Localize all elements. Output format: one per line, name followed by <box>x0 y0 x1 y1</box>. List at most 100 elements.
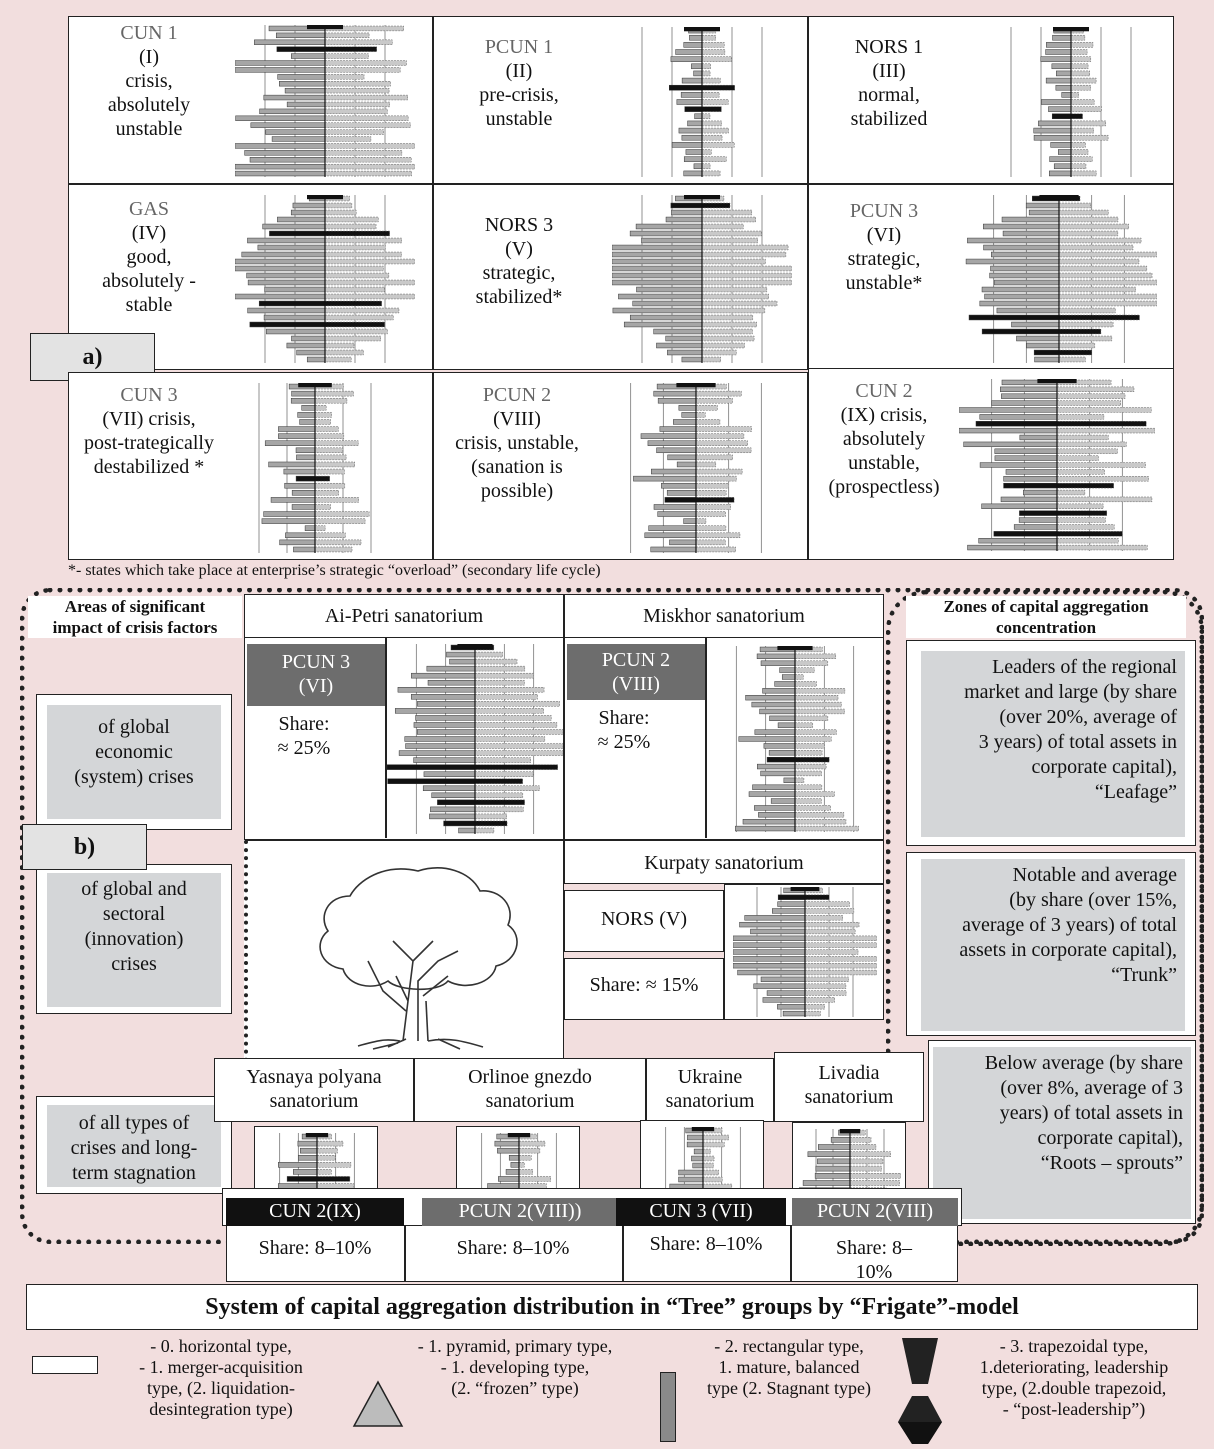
profile-bar-left <box>783 777 796 783</box>
profile-bar-left <box>275 32 326 39</box>
orlinoe-title: Orlinoe gnezdo sanatorium <box>414 1058 646 1122</box>
profile-bar-left <box>261 518 316 524</box>
profile-bar-left <box>246 272 326 279</box>
profile-bar-left <box>751 701 796 708</box>
profile-bar-left <box>656 447 697 454</box>
profile-bar-right <box>474 764 558 770</box>
cell-code: CUN 3 <box>120 384 178 406</box>
profile-bar-right <box>701 163 711 170</box>
profile-bar-left <box>757 763 796 770</box>
profile-bar-left <box>1028 209 1060 216</box>
share-label: Share: 8– 10% <box>835 1237 913 1283</box>
profile-bar-left <box>443 820 476 827</box>
profile-bar-left <box>258 300 326 307</box>
profile-bar-left <box>263 94 326 101</box>
trapezoid-icon <box>898 1338 942 1444</box>
profile-bar-right <box>804 921 860 928</box>
profile-bar-left <box>244 150 326 156</box>
profile-bar-left <box>295 447 316 454</box>
profile-bar-left <box>423 771 476 777</box>
profile-bar-right <box>324 53 369 59</box>
profile-bar-right <box>314 497 359 503</box>
profile-bar-left <box>235 258 326 265</box>
profile-bar-left <box>1058 149 1072 155</box>
profile-bar-left <box>291 490 316 496</box>
profile-bar-left <box>635 223 703 230</box>
sanatorium-name: Orlinoe gnezdo sanatorium <box>468 1066 592 1112</box>
profile-bar-left <box>807 1151 851 1157</box>
profile-bar-right <box>794 695 839 701</box>
profile-bar-right <box>314 419 331 425</box>
divider <box>705 638 707 838</box>
profile-bar-left <box>426 665 476 672</box>
state-tag: CUN 2(IX) <box>226 1198 404 1226</box>
profile-bar-left <box>676 461 697 468</box>
profile-bar-left <box>1034 356 1060 363</box>
profile-bar-right <box>701 63 711 70</box>
profile-bar-left <box>802 1180 851 1186</box>
share-label: Share: ≈ 25% <box>277 713 331 759</box>
right-dashed-region <box>886 590 1204 1246</box>
profile-bar-left <box>664 497 697 503</box>
profile-bar-right <box>701 237 758 244</box>
profile-bar-left <box>979 414 1058 420</box>
cell-nors1: NORS 1 (III) normal, stabilized <box>808 16 1174 184</box>
profile-bar-left <box>449 658 476 665</box>
cell-desc: (V) strategic, stabilized* <box>475 238 563 308</box>
bar-profile-chart <box>612 195 792 363</box>
profile-bar-right <box>701 258 766 265</box>
profile-bar-left <box>650 546 697 553</box>
bar-profile-chart <box>981 27 1161 177</box>
profile-bar-left <box>769 715 796 721</box>
profile-bar-right <box>314 461 355 468</box>
profile-bar-right <box>1058 321 1114 328</box>
profile-bar-right <box>695 433 745 439</box>
yasnaya-title: Yasnaya polyana sanatorium <box>214 1058 414 1122</box>
profile-bar-right <box>794 722 814 728</box>
bar-profile-chart <box>235 25 415 177</box>
profile-bar-left <box>1016 335 1060 342</box>
rectangle-outline-icon <box>32 1356 98 1374</box>
profile-bar-right <box>804 894 830 900</box>
profile-bar-left <box>691 63 703 70</box>
profile-bar-right <box>474 665 526 672</box>
profile-bar-left <box>612 258 703 265</box>
profile-bar-right <box>1056 462 1146 468</box>
profile-bar-right <box>794 688 846 694</box>
profile-cap <box>684 195 720 200</box>
crisis-area-global-economic: of global economic (system) crises <box>36 694 232 830</box>
vertical-bar-icon <box>660 1372 676 1442</box>
cell-desc: (VI) strategic, unstable* <box>845 224 923 294</box>
profile-bar-left <box>633 475 697 482</box>
share-label: Share: 8–10% <box>456 1237 570 1259</box>
miskhor-panel: PCUN 2 (VIII) Share: ≈ 25% <box>564 638 884 840</box>
profile-bar-left <box>965 258 1060 265</box>
profile-bar-left <box>249 321 326 328</box>
profile-bar-right <box>1070 127 1094 134</box>
profile-bar-left <box>830 1137 851 1143</box>
profile-bar-left <box>297 412 316 418</box>
profile-bar-right <box>695 518 707 524</box>
profile-bar-right <box>701 342 745 349</box>
profile-bar-right <box>695 440 748 446</box>
profile-bar-right <box>1070 134 1109 141</box>
profile-bar-left <box>967 237 1060 244</box>
profile-bar-left <box>497 1147 520 1154</box>
profile-bar-right <box>1070 163 1087 170</box>
profile-bar-left <box>413 757 476 763</box>
legend-text: - 0. horizontal type, - 1. merger-acquis… <box>139 1336 303 1419</box>
profile-bar-right <box>794 812 845 818</box>
profile-bar-right <box>695 397 733 404</box>
orlinoe-chart-box <box>456 1126 580 1244</box>
profile-bar-right <box>1070 34 1086 41</box>
profile-bar-right <box>324 307 400 314</box>
profile-bar-left <box>1023 489 1058 496</box>
profile-bar-left <box>1053 163 1072 170</box>
profile-bar-left <box>693 1148 704 1155</box>
profile-bar-right <box>794 798 822 804</box>
profile-bar-right <box>1056 524 1115 530</box>
profile-bar-right <box>701 42 725 48</box>
profile-bar-left <box>745 695 796 701</box>
profile-bar-left <box>975 421 1058 427</box>
profile-bar-right <box>324 94 408 101</box>
